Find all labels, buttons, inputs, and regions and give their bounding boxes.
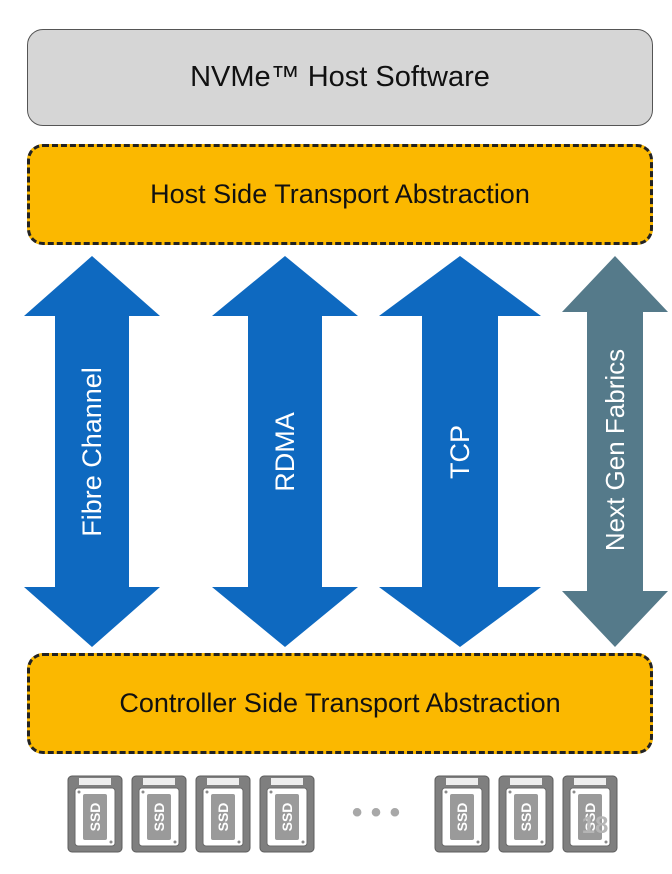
ssd-label-plate [514,794,538,840]
arrow-next-gen-fabrics-label: Next Gen Fabrics [600,349,630,551]
ssd-label-plate [147,794,171,840]
ssd-screw [205,790,209,794]
ssd-icon: SSD [562,775,618,853]
ssd-screw [237,840,241,844]
host-software-box: NVMe™ Host Software [27,29,653,126]
arrow-tcp: TCP [379,256,541,647]
ssd-label: SSD [279,803,295,832]
arrow-rdma-shape [212,256,358,647]
ssd-connector [143,778,175,785]
controller-transport-label: Controller Side Transport Abstraction [119,688,561,718]
page-number: 18 [581,812,609,839]
host-transport-label: Host Side Transport Abstraction [150,179,530,209]
ssd-connector [510,778,542,785]
ssd-screw [301,840,305,844]
ssd-label-plate [450,794,474,840]
arrow-fibre-channel-shape [24,256,160,647]
ssd-icon: SSD [498,775,554,853]
ssd-screw [572,790,576,794]
ssd-label: SSD [87,803,103,832]
ssd-icon: SSD [434,775,490,853]
ssd-icon: SSD [259,775,315,853]
ssd-screw [604,840,608,844]
ssd-label: SSD [518,803,534,832]
ssd-label-plate [275,794,299,840]
ssd-icon: SSD [131,775,187,853]
arrow-rdma: RDMA [212,256,358,647]
ssd-connector [574,778,606,785]
host-transport-box: Host Side Transport Abstraction [27,144,653,245]
host-software-label: NVMe™ Host Software [190,61,490,93]
ssd-label: SSD [582,803,598,832]
arrow-next-gen-fabrics: Next Gen Fabrics [562,256,668,647]
ssd-label-plate [211,794,235,840]
ssd-screw [540,840,544,844]
ssd-icon: SSD [195,775,251,853]
controller-transport-box: Controller Side Transport Abstraction [27,653,653,754]
ssd-label-plate [83,794,107,840]
ssd-screw [476,840,480,844]
ssd-connector [207,778,239,785]
arrow-fibre-channel: Fibre Channel [24,256,160,647]
arrow-rdma-label: RDMA [270,412,300,492]
arrow-tcp-label: TCP [445,425,475,479]
ssd-screw [508,790,512,794]
ssd-connector [271,778,303,785]
ssd-label-plate [578,794,602,840]
arrow-fibre-channel-label: Fibre Channel [77,367,107,537]
ssd-screw [109,840,113,844]
ssd-screw [444,790,448,794]
ssd-screw [141,790,145,794]
ssd-label: SSD [151,803,167,832]
ssd-connector [79,778,111,785]
arrow-next-gen-fabrics-shape [562,256,668,647]
ssd-screw [173,840,177,844]
ellipsis: • • • [352,796,400,829]
ssd-label: SSD [215,803,231,832]
arrow-tcp-shape [379,256,541,647]
ssd-connector [446,778,478,785]
ssd-label: SSD [454,803,470,832]
ssd-screw [269,790,273,794]
ssd-icon: SSD [67,775,123,853]
ssd-screw [77,790,81,794]
